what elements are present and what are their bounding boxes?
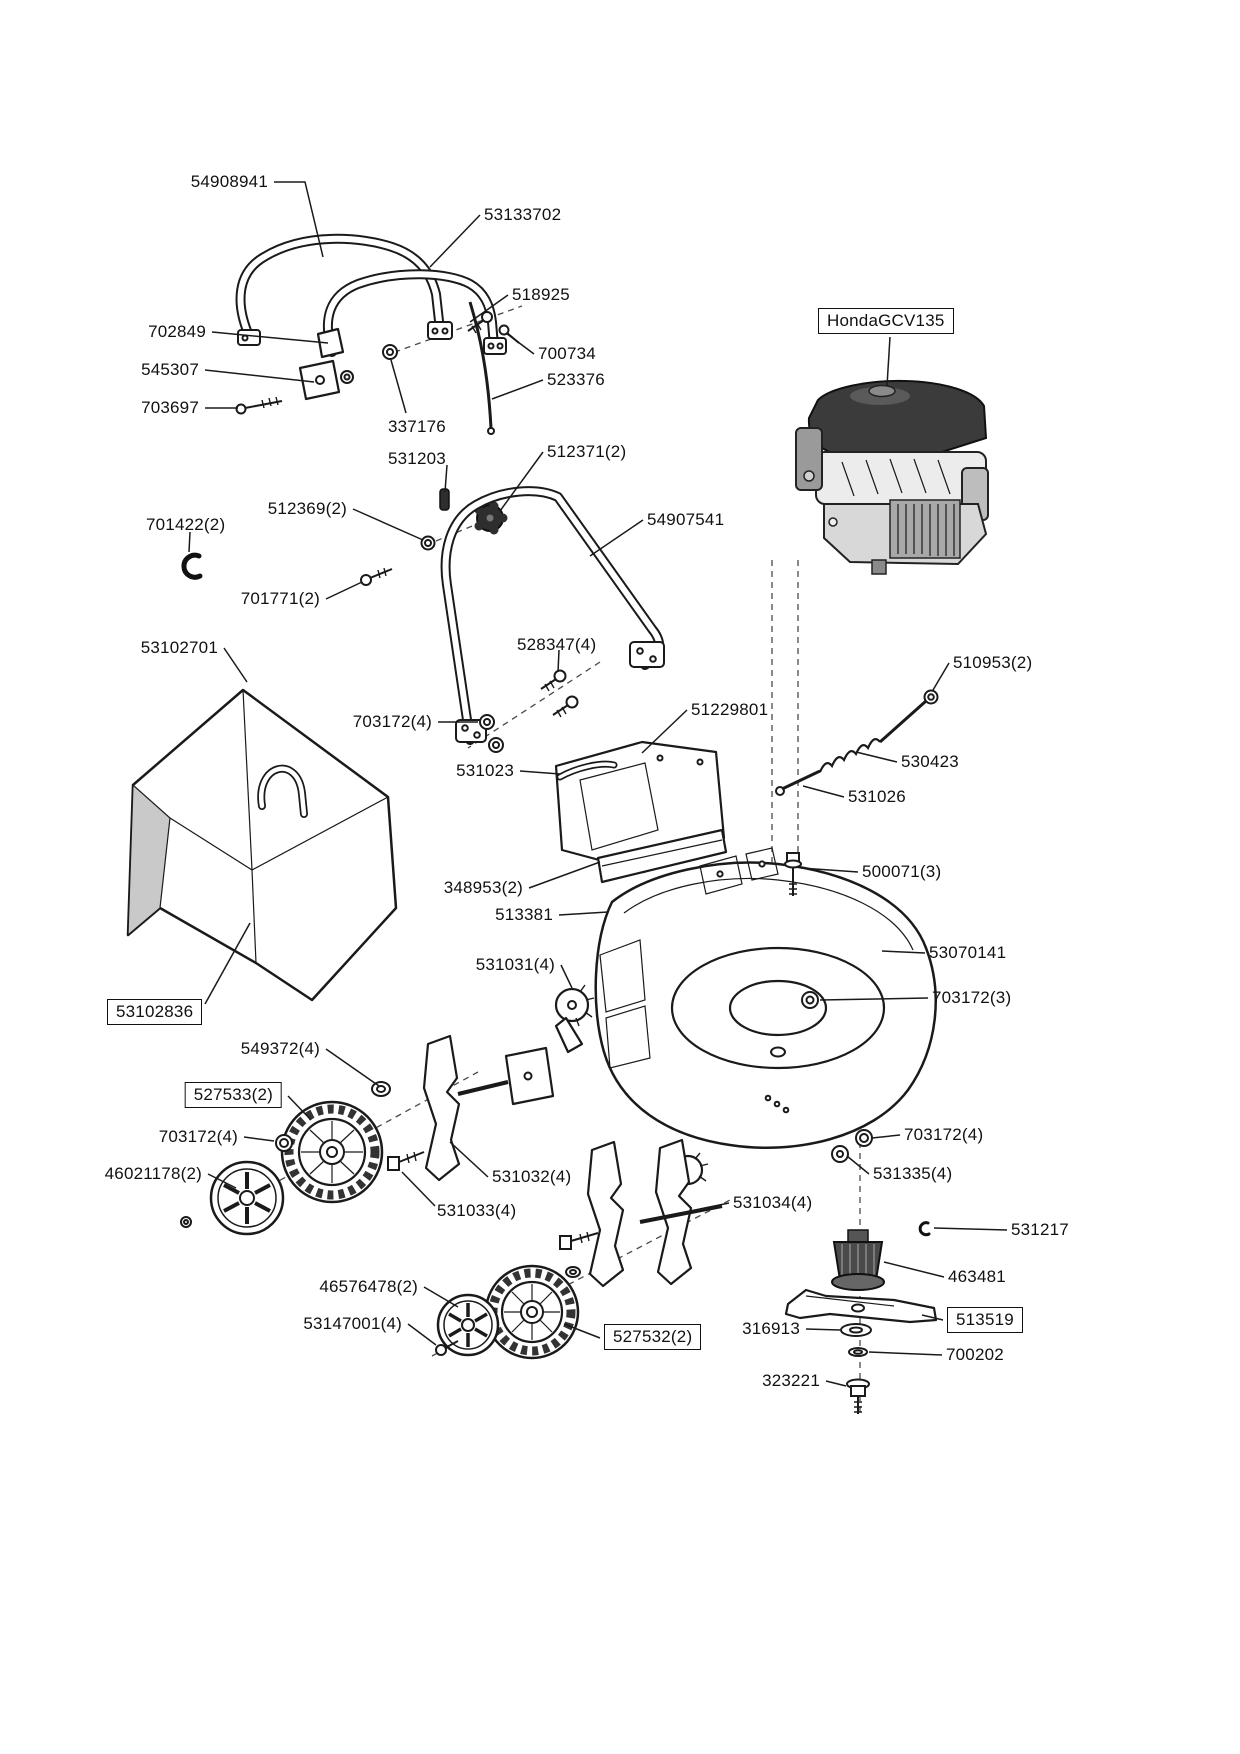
leader-line bbox=[933, 1227, 1008, 1231]
leader-line bbox=[528, 861, 601, 889]
leader-line bbox=[800, 867, 859, 873]
leader-line bbox=[699, 1202, 730, 1210]
leader-lines bbox=[188, 181, 1008, 1387]
rear-skirt bbox=[596, 828, 728, 884]
leader-line bbox=[558, 911, 609, 916]
leader-line bbox=[491, 379, 544, 400]
handle-clamp-hardware bbox=[235, 311, 520, 415]
deck-bolt bbox=[784, 852, 802, 896]
leader-line bbox=[825, 1380, 847, 1387]
leader-line bbox=[204, 369, 315, 383]
deck-side-hardware bbox=[831, 1129, 873, 1163]
leader-line bbox=[469, 294, 509, 323]
leader-line bbox=[352, 508, 424, 541]
leader-line bbox=[519, 770, 561, 775]
leader-line bbox=[819, 997, 929, 1001]
deck bbox=[594, 847, 937, 1149]
leader-line bbox=[871, 1134, 901, 1139]
leader-line bbox=[390, 359, 407, 414]
leader-line bbox=[207, 1173, 237, 1189]
c-clip bbox=[181, 552, 203, 580]
blade-assembly bbox=[784, 1221, 938, 1414]
leader-line bbox=[855, 751, 898, 763]
leader-line bbox=[560, 964, 573, 989]
leader-line bbox=[211, 331, 329, 344]
leader-line bbox=[449, 1141, 489, 1178]
handle-bar-second bbox=[322, 269, 507, 435]
leader-line bbox=[287, 1095, 312, 1121]
leader-line bbox=[589, 519, 644, 557]
engine bbox=[795, 379, 989, 575]
upper-handle bbox=[235, 233, 453, 346]
leader-line bbox=[805, 1328, 841, 1331]
leader-line bbox=[641, 709, 688, 754]
leader-line bbox=[444, 464, 448, 493]
leader-line bbox=[325, 581, 363, 600]
leader-line bbox=[921, 1314, 944, 1321]
fuel-cap bbox=[868, 384, 896, 398]
handle-knob-hardware bbox=[181, 488, 508, 586]
leader-line bbox=[868, 1351, 943, 1356]
leader-line bbox=[401, 1171, 436, 1207]
leader-line bbox=[802, 785, 845, 798]
height-adjuster-brackets bbox=[371, 984, 723, 1288]
leader-line bbox=[325, 1048, 380, 1087]
leader-line bbox=[429, 214, 481, 268]
rear-hubcap bbox=[435, 1293, 500, 1357]
leader-line bbox=[223, 647, 248, 683]
grass-bag bbox=[126, 688, 398, 1002]
front-hubcap bbox=[180, 1134, 293, 1236]
leader-line bbox=[243, 1136, 275, 1142]
leader-line bbox=[846, 1155, 870, 1175]
blade-clip bbox=[918, 1221, 931, 1237]
leader-line bbox=[188, 531, 191, 553]
handle-mount-bolts bbox=[479, 669, 579, 753]
leader-line bbox=[886, 336, 891, 387]
leader-line bbox=[883, 1261, 945, 1278]
leader-line bbox=[499, 451, 544, 512]
front-wheel bbox=[280, 1100, 384, 1204]
leader-line bbox=[274, 181, 324, 258]
leader-line bbox=[407, 1323, 437, 1346]
leader-line bbox=[204, 922, 251, 1005]
leader-line bbox=[557, 649, 560, 673]
leader-line bbox=[505, 332, 535, 355]
leader-line bbox=[563, 1323, 601, 1339]
rear-wheel bbox=[484, 1264, 580, 1360]
leader-line bbox=[423, 1286, 459, 1308]
leader-line bbox=[932, 662, 950, 691]
leader-line bbox=[881, 950, 926, 954]
throttle-rod-spring bbox=[775, 689, 939, 796]
